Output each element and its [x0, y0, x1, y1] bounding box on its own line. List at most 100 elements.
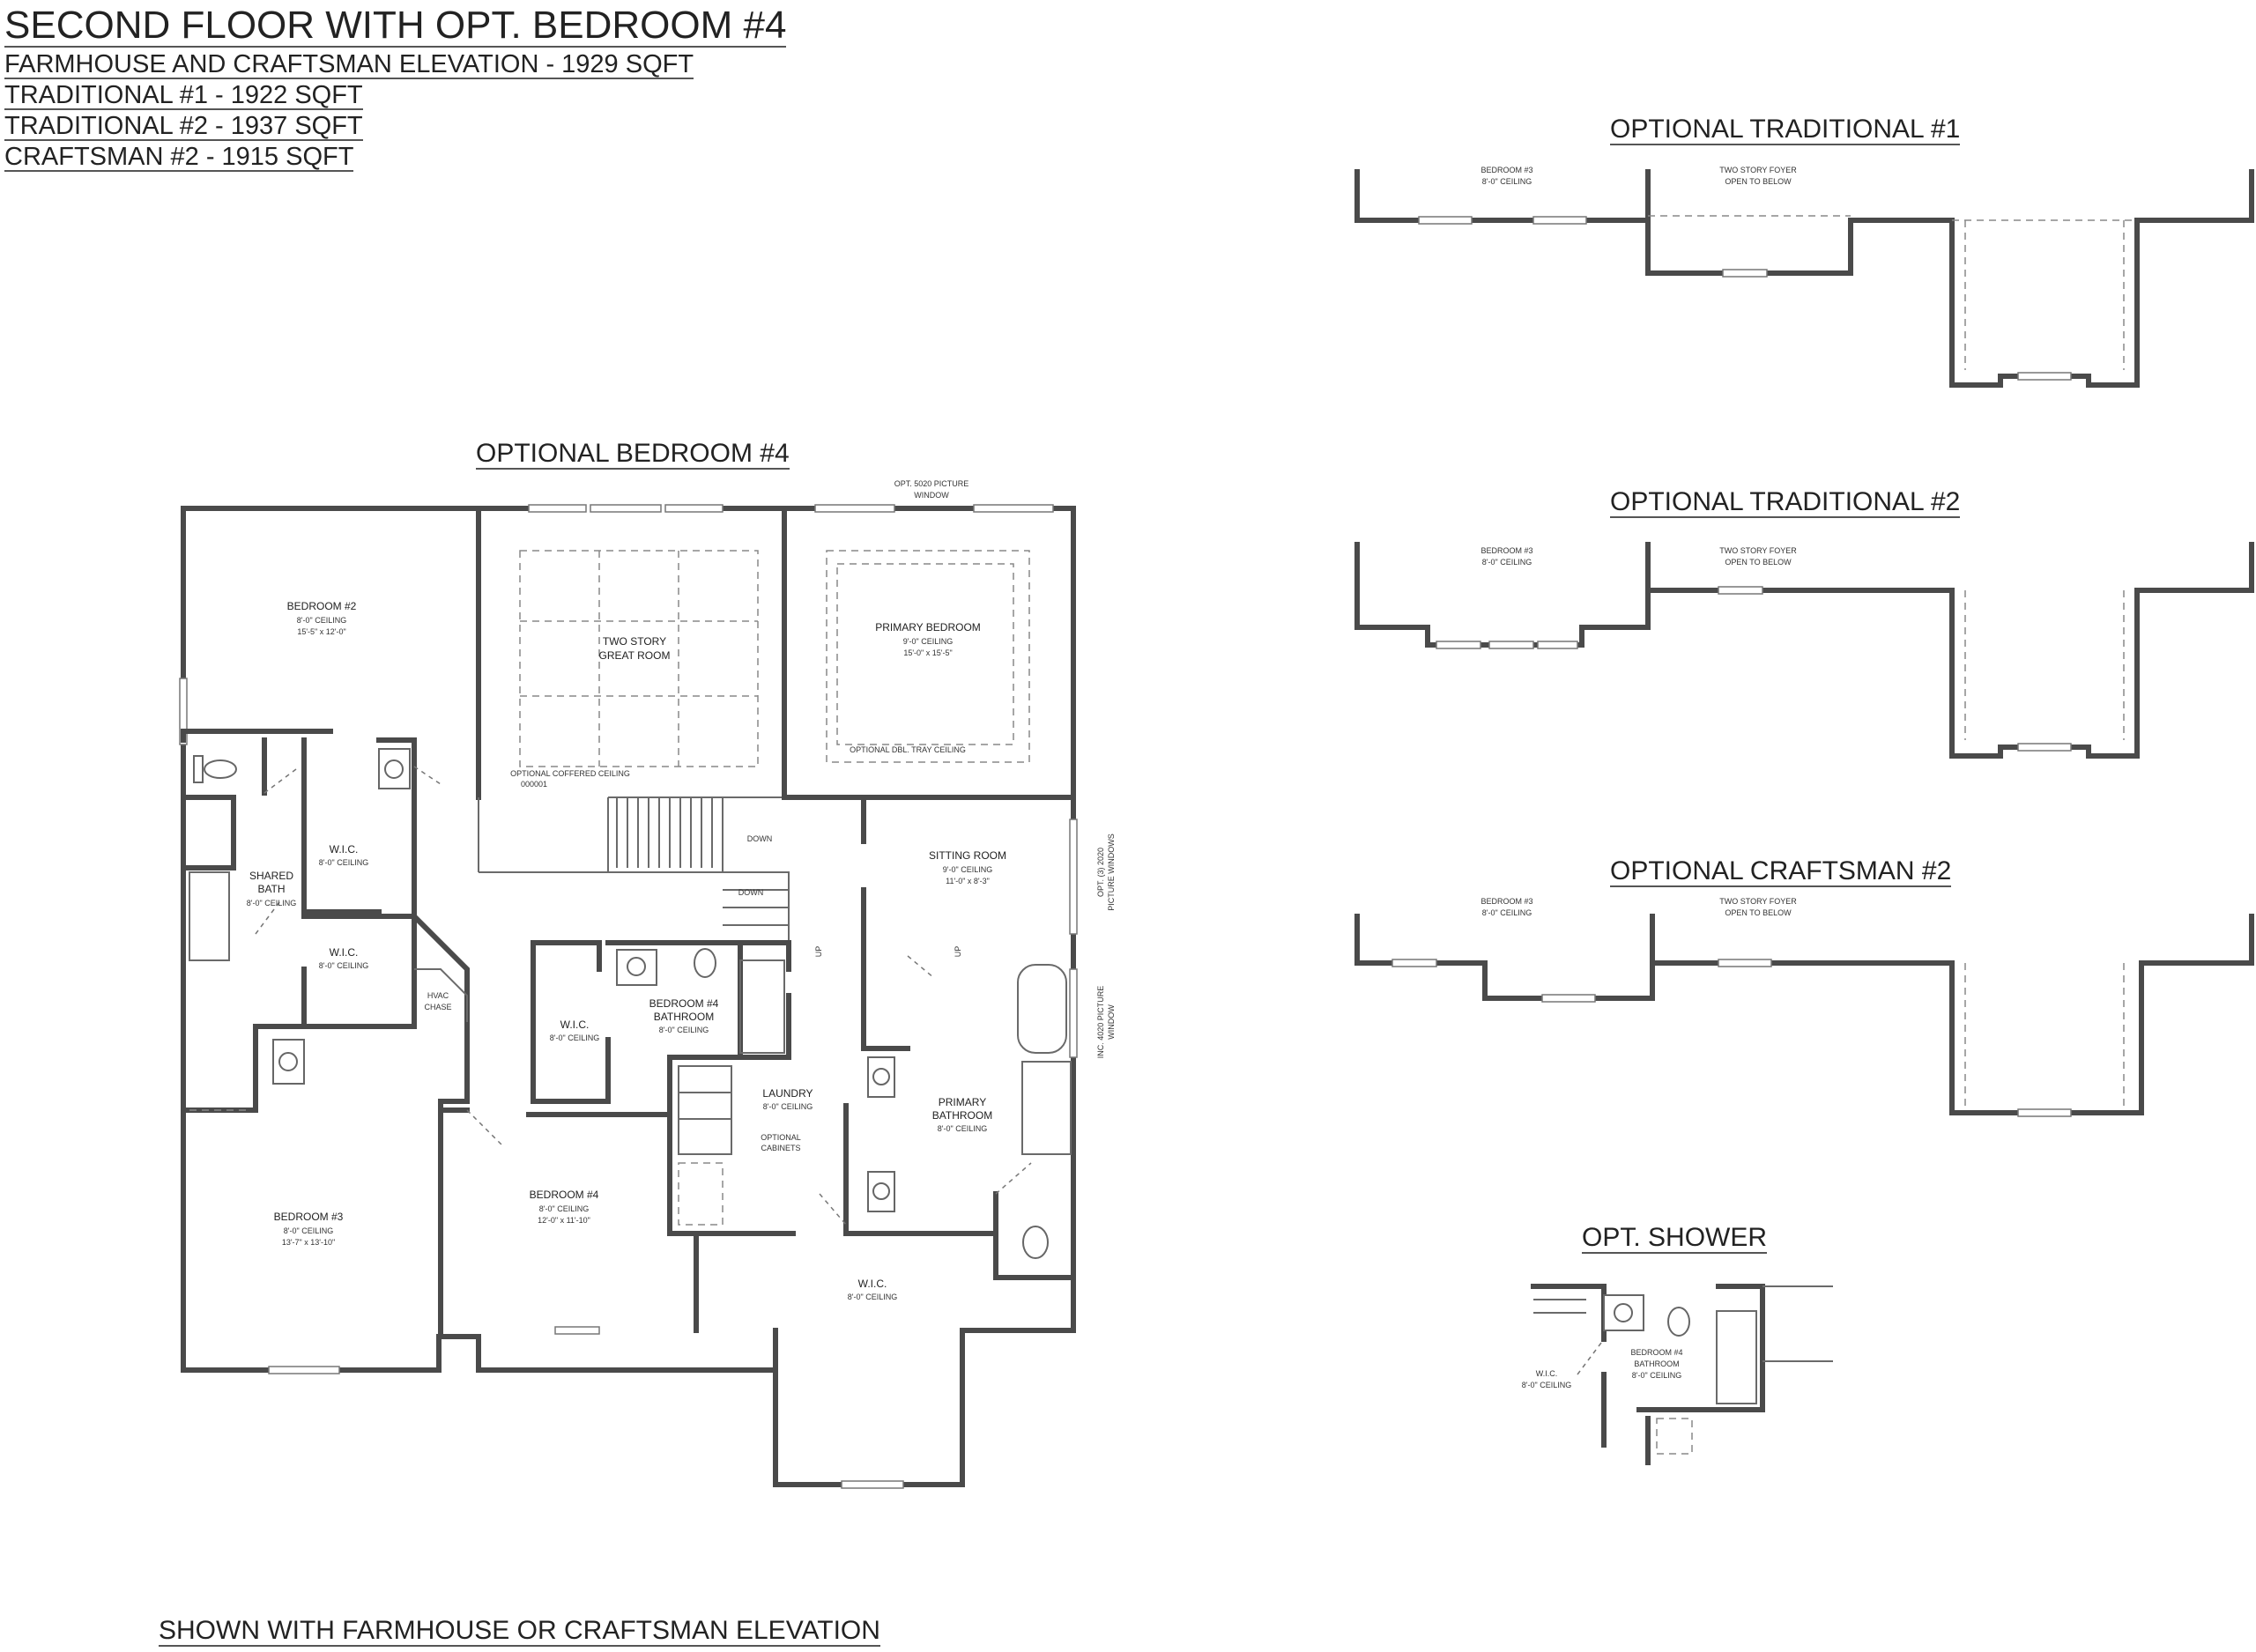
inc-window-note: INC. 4020 PICTURE [1096, 986, 1105, 1059]
room-size: 15'-0" x 15'-5" [903, 648, 952, 657]
window [1722, 269, 1768, 278]
window [664, 504, 724, 513]
room-note: OPEN TO BELOW [1725, 177, 1792, 186]
room-name: BEDROOM #3 [274, 1211, 344, 1223]
toilet [204, 759, 237, 779]
window [1541, 994, 1596, 1003]
room-name: W.I.C. [330, 843, 359, 856]
room-name: BEDROOM #2 [287, 600, 357, 612]
room-ceiling: 8'-0" CEILING [550, 1033, 599, 1042]
room-ceiling: 8'-0" CEILING [1632, 1371, 1681, 1380]
window [179, 678, 188, 745]
main-floor-plan [179, 504, 1078, 1489]
elevation-sqft-line: TRADITIONAL #1 - 1922 SQFT [4, 81, 363, 111]
shower [1716, 1310, 1757, 1404]
opt-shower-plan [1531, 1284, 1833, 1465]
room-name: BEDROOM #3 [1480, 897, 1532, 906]
room-name: W.I.C. [330, 946, 359, 959]
room-ceiling: 8'-0" CEILING [319, 858, 368, 867]
room-ceiling: 8'-0" CEILING [1482, 177, 1532, 186]
sink-basin [872, 1182, 890, 1200]
bathtub [739, 959, 785, 1054]
room-name: BEDROOM #4 [1630, 1348, 1682, 1357]
elevation-sqft-line: FARMHOUSE AND CRAFTSMAN ELEVATION - 1929… [4, 50, 694, 80]
opt-shower-labels: W.I.C. 8'-0" CEILING BEDROOM #4 BATHROOM… [1522, 1348, 1683, 1389]
picture-window-note: WINDOW [914, 491, 949, 500]
window [1418, 216, 1473, 225]
window [2017, 743, 2072, 752]
window [2017, 1108, 2072, 1117]
window [554, 1326, 600, 1335]
room-ceiling: 8'-0" CEILING [1522, 1381, 1571, 1389]
craftsman-2-labels: BEDROOM #3 8'-0" CEILING TWO STORY FOYER… [1480, 897, 1797, 917]
craftsman-2-title: OPTIONAL CRAFTSMAN #2 [1610, 856, 1952, 887]
tray-ceiling-inner [836, 563, 1014, 745]
traditional-1-plan [1354, 169, 2254, 388]
room-name: BEDROOM #4 [530, 1189, 599, 1201]
room-ceiling: 9'-0" CEILING [943, 865, 992, 874]
window [1069, 968, 1078, 1058]
room-name: PRIMARY [939, 1096, 986, 1108]
shower [1021, 1061, 1072, 1155]
stair-label: DOWN [747, 834, 773, 843]
page-title: SECOND FLOOR WITH OPT. BEDROOM #4 [4, 4, 787, 48]
window [1488, 641, 1534, 649]
coffered-ceiling [519, 550, 759, 767]
side-windows-note: OPT. (3) 2020 [1096, 848, 1105, 897]
toilet [1667, 1307, 1690, 1337]
hvac-label: CHASE [424, 1003, 451, 1011]
elevation-sqft-line: CRAFTSMAN #2 - 1915 SQFT [4, 143, 354, 173]
cabinets-note: CABINETS [761, 1144, 800, 1152]
room-name: LAUNDRY [762, 1087, 813, 1100]
room-name: BATH [257, 883, 285, 895]
room-name: TWO STORY FOYER [1719, 546, 1797, 555]
optional-cabinets [678, 1162, 724, 1226]
room-note: OPEN TO BELOW [1725, 558, 1792, 567]
inc-window-note: WINDOW [1107, 1004, 1116, 1040]
side-windows-note: PICTURE WINDOWS [1107, 833, 1116, 911]
room-name: BATHROOM [1634, 1359, 1679, 1368]
room-ceiling: 8'-0" CEILING [659, 1026, 709, 1034]
tray-note: OPTIONAL DBL. TRAY CEILING [850, 745, 966, 754]
window [841, 1480, 904, 1489]
room-size: 13'-7" x 13'-10" [282, 1238, 335, 1247]
sink-basin [384, 759, 404, 779]
room-ceiling: 9'-0" CEILING [903, 637, 953, 646]
room-ceiling: 8'-0" CEILING [284, 1226, 333, 1235]
opt-shower-title: OPT. SHOWER [1582, 1223, 1768, 1254]
room-ceiling: 8'-0" CEILING [848, 1293, 897, 1301]
coffered-note: OPTIONAL COFFERED CEILING [510, 769, 630, 778]
cabinets-note: OPTIONAL [761, 1133, 801, 1142]
elevation-sqft-line: TRADITIONAL #2 - 1937 SQFT [4, 112, 363, 142]
room-ceiling: 8'-0" CEILING [539, 1204, 589, 1213]
room-ceiling: 8'-0" CEILING [297, 616, 346, 625]
room-ceiling: 8'-0" CEILING [1482, 908, 1532, 917]
coffered-note: 000001 [521, 780, 547, 789]
bathtub [1017, 964, 1067, 1054]
room-ceiling: 8'-0" CEILING [1482, 558, 1532, 567]
window [1718, 586, 1763, 595]
room-name: TWO STORY FOYER [1719, 166, 1797, 174]
room-name: SITTING ROOM [929, 849, 1006, 862]
traditional-2-plan [1354, 542, 2254, 759]
main-plan-labels: BEDROOM #2 8'-0" CEILING 15'-5" x 12'-0"… [247, 479, 1116, 1301]
window [1537, 641, 1578, 649]
room-ceiling: 8'-0" CEILING [763, 1102, 813, 1111]
sink-basin [627, 957, 646, 976]
window [268, 1366, 340, 1374]
stair-label: UP [954, 946, 962, 958]
room-note: OPEN TO BELOW [1725, 908, 1792, 917]
room-name: W.I.C. [1536, 1369, 1558, 1378]
room-ceiling: 8'-0" CEILING [247, 899, 296, 907]
craftsman-2-plan [1354, 914, 2254, 1117]
room-name: TWO STORY [603, 635, 666, 648]
room-name: BEDROOM #3 [1480, 546, 1532, 555]
room-name: BATHROOM [654, 1011, 714, 1023]
sink-basin [1614, 1303, 1633, 1322]
toilet [694, 948, 716, 978]
stair-label: DOWN [738, 888, 764, 897]
room-name: W.I.C. [560, 1019, 590, 1031]
room-name: GREAT ROOM [599, 649, 671, 662]
tray-ceiling [826, 550, 1030, 763]
room-name: TWO STORY FOYER [1719, 897, 1797, 906]
